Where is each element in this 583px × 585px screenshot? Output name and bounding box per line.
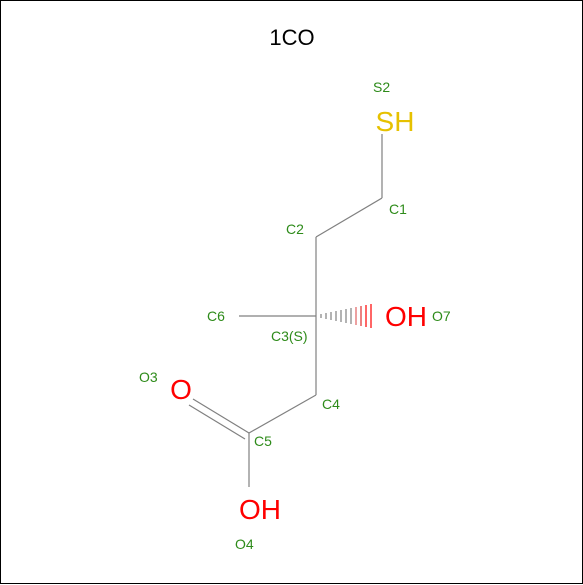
bond-c4-c5 (248, 394, 317, 434)
label-o4: O4 (235, 536, 254, 552)
bonds (188, 134, 383, 487)
atom-o4-symbol: OH (239, 494, 281, 525)
label-s2: S2 (373, 79, 390, 95)
bond-c5-o3-a (192, 398, 250, 434)
label-c4: C4 (322, 396, 340, 412)
bond-c1-c2 (315, 197, 383, 238)
label-c5: C5 (254, 433, 272, 449)
bond-c3-o7-hashed (320, 304, 372, 328)
label-o3: O3 (139, 369, 158, 385)
label-c2: C2 (286, 221, 304, 237)
label-c3: C3(S) (271, 328, 308, 344)
atom-s2-symbol: SH (376, 106, 415, 137)
label-c1: C1 (389, 201, 407, 217)
label-o7: O7 (432, 308, 451, 324)
label-c6: C6 (207, 308, 225, 324)
atom-o3-symbol: O (170, 374, 192, 405)
molecule-title: 1CO (269, 25, 314, 50)
atom-o7-symbol: OH (385, 301, 427, 332)
bond-c5-o3-b (188, 404, 246, 440)
